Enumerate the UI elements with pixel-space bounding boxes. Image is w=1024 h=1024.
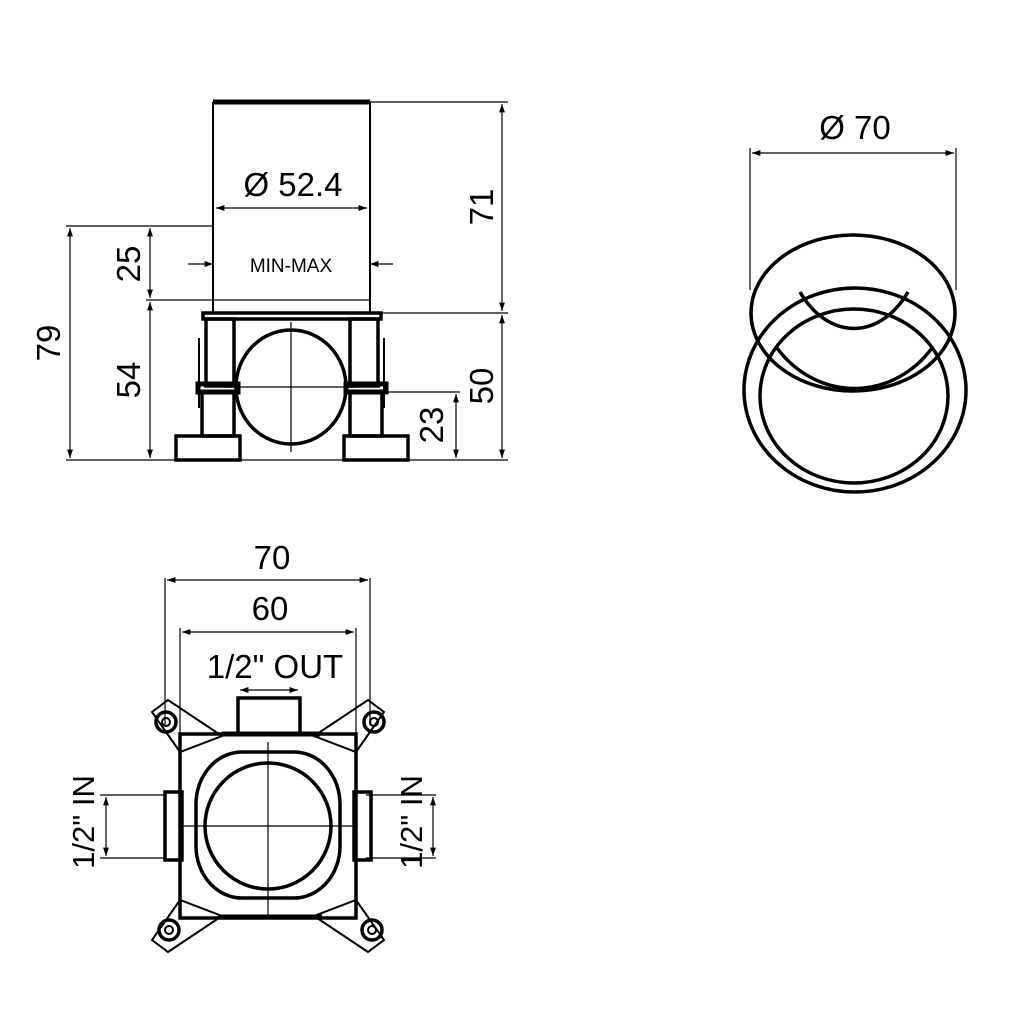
sleeve [212,99,371,313]
round-view: Ø 70 [742,109,968,494]
dim-79: 79 [30,325,67,362]
dim-50: 50 [463,368,500,405]
top-view: 70 60 1/2" OUT 1/2" IN 1/2" IN [66,539,436,954]
label-in-left: 1/2" IN [66,775,101,869]
label-in-right: 1/2" IN [394,775,429,869]
dim-round-diameter: Ø 70 [819,109,891,146]
dim-top-60: 60 [252,590,289,627]
valve-body-side [174,311,410,462]
dim-sleeve-diameter: Ø 52.4 [243,166,342,203]
dim-top-70: 70 [254,539,291,576]
side-view: Ø 52.4 MIN-MAX 71 25 79 54 50 23 [30,99,508,462]
dim-54: 54 [110,362,147,399]
label-out: 1/2" OUT [207,648,343,685]
dim-min-max: MIN-MAX [250,256,333,277]
valve-body-top [150,696,386,954]
dim-23: 23 [413,407,450,444]
dim-25: 25 [110,246,147,283]
dim-71: 71 [463,189,500,226]
